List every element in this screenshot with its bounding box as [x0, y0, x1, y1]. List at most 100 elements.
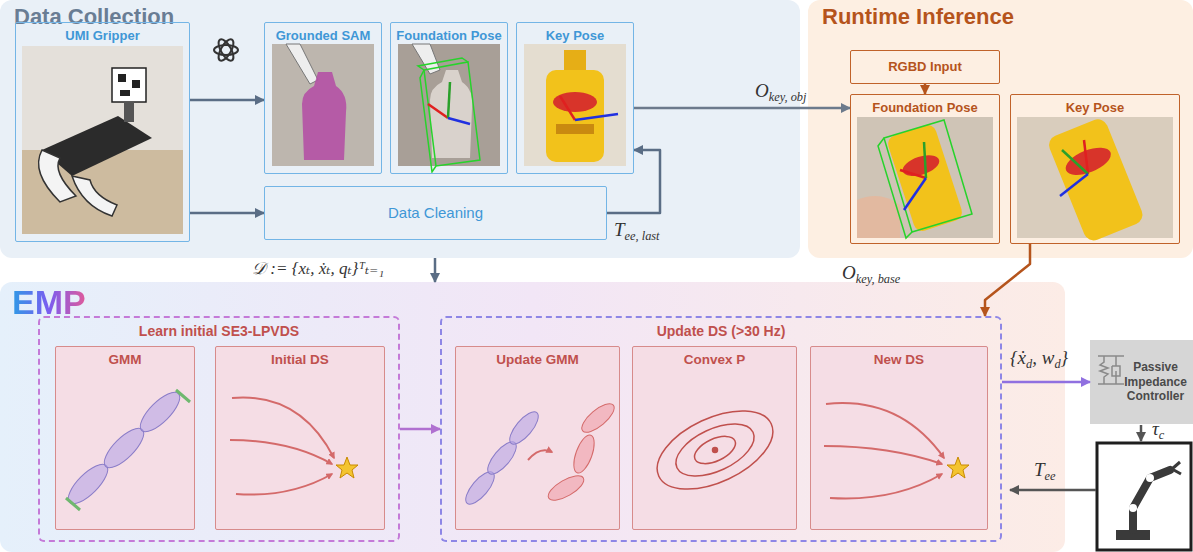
panel-title: Data Collection	[14, 4, 174, 30]
math-label: 𝒟 := {xₜ, ẋₜ, qₜ}ᵀₜ₌₁	[252, 259, 384, 279]
step-box: New DS	[810, 346, 988, 530]
math-symbol: O	[842, 262, 856, 283]
runtime-foundation-pose-photo	[886, 123, 964, 234]
runtime-key-pose-photo	[1084, 140, 1088, 174]
panel-title: Runtime Inference	[822, 4, 1014, 30]
connector-arrow	[634, 107, 850, 110]
openai-logo	[214, 37, 238, 63]
initial-ds-illustration	[230, 440, 332, 464]
subscript: key, base	[856, 272, 901, 286]
box-fill	[0, 282, 1065, 552]
umi-gripper-photo	[22, 150, 183, 234]
box-title: Key Pose	[1066, 100, 1125, 116]
math-symbol: T	[614, 219, 625, 240]
spring-damper-icon	[1098, 356, 1124, 384]
stage-box: Key Pose	[1010, 94, 1180, 244]
stage-box: Foundation Pose	[390, 22, 508, 174]
robot-arm-icon	[1172, 462, 1181, 474]
foundation-pose-photo	[448, 118, 470, 124]
new-ds-illustration	[947, 457, 969, 478]
runtime-foundation-pose-photo	[878, 138, 912, 238]
key-pose-photo	[524, 44, 626, 166]
spring-damper-icon	[1112, 356, 1120, 384]
key-pose-photo	[564, 50, 586, 72]
runtime-foundation-pose-photo	[857, 117, 993, 238]
box-title: Learn initial SE3-LPVDS	[139, 323, 299, 340]
box-title: UMI Gripper	[65, 28, 139, 44]
subscript: ee	[1045, 469, 1056, 483]
foundation-pose-photo	[420, 70, 436, 172]
stage-box: Key Pose	[516, 22, 634, 174]
runtime-foundation-pose-photo	[884, 120, 972, 232]
math-label: Okey, base	[842, 262, 900, 286]
spring-damper-icon	[1098, 355, 1124, 357]
box-title: Update GMM	[496, 352, 579, 368]
stage-box: UMI Gripper	[15, 22, 190, 242]
runtime-foundation-pose-photo	[924, 142, 926, 178]
pose-feedback-arrow	[1010, 489, 1096, 492]
connector-arrow	[1002, 381, 1090, 384]
math-label: τc	[1152, 419, 1164, 442]
math-label: Tee	[1034, 460, 1056, 483]
input-box: RGBD Input	[850, 50, 1000, 84]
gmm-illustration	[63, 387, 190, 510]
foundation-pose-photo	[424, 62, 480, 166]
runtime-foundation-pose-photo	[857, 196, 900, 238]
box-title: Foundation Pose	[396, 28, 501, 44]
umi-gripper-photo	[112, 68, 146, 102]
math-label: {ẋd, wd}	[1010, 347, 1068, 371]
subscript: key, obj	[769, 90, 807, 104]
runtime-foundation-pose-photo	[900, 151, 942, 180]
pose-feedback-arrow	[1010, 490, 1096, 491]
box-fill	[215, 346, 385, 530]
grounded-sam-photo	[272, 44, 374, 166]
new-ds-illustration	[824, 403, 969, 498]
robot-arm-icon	[1133, 470, 1170, 530]
section-panel: Data CollectionUMI Gripper Grounded SAM Fo…	[0, 0, 800, 258]
convex-p-illustration	[645, 395, 784, 505]
step-box: Convex P	[632, 346, 797, 530]
umi-gripper-photo	[118, 74, 126, 82]
step-box: GMM	[55, 346, 195, 530]
runtime-foundation-pose-photo	[904, 178, 926, 210]
convex-p-illustration	[668, 413, 762, 487]
box-fill	[55, 346, 195, 530]
robot-arm-icon	[1097, 443, 1191, 550]
initial-ds-illustration	[230, 398, 358, 495]
connector-arrow	[400, 428, 440, 431]
stage-box: Grounded SAM	[264, 22, 382, 174]
foundation-pose-photo	[448, 82, 450, 118]
runtime-key-pose-photo	[1046, 116, 1145, 243]
grounded-sam-photo	[272, 44, 374, 166]
box-title: Update DS (>30 Hz)	[657, 323, 786, 340]
update-gmm-illustration	[578, 399, 619, 437]
runtime-key-pose-photo	[1046, 116, 1145, 243]
foundation-pose-photo	[430, 70, 472, 158]
update-gmm-illustration	[528, 450, 552, 460]
spring-damper-icon	[1100, 356, 1108, 384]
method-panel: EMPLearn initial SE3-LPVDSGMMInitial DSU…	[0, 282, 1065, 552]
spring-damper-icon	[1098, 383, 1124, 385]
box-title: Grounded SAM	[276, 28, 371, 44]
key-pose-photo	[553, 92, 597, 112]
runtime-foundation-pose-photo	[900, 170, 926, 178]
robot-arm-icon	[1097, 443, 1191, 550]
update-gmm-illustration	[545, 471, 588, 505]
math-symbol: O	[755, 80, 769, 101]
update-gmm-illustration	[570, 432, 599, 475]
convex-p-illustration	[713, 448, 718, 453]
math-symbol: {ẋ	[1010, 347, 1026, 368]
foundation-pose-photo	[418, 58, 468, 70]
torque-arrow	[1141, 425, 1142, 441]
runtime-foundation-pose-photo	[857, 117, 993, 238]
box-title: Convex P	[684, 352, 746, 368]
openai-logo	[216, 37, 237, 63]
box-title: GMM	[109, 352, 142, 368]
new-ds-illustration	[830, 474, 942, 499]
math-label: Tee, last	[614, 219, 660, 243]
umi-gripper-photo	[132, 80, 140, 88]
box-fill	[632, 346, 797, 530]
runtime-key-pose-photo	[1060, 174, 1088, 196]
key-pose-photo	[524, 44, 626, 166]
